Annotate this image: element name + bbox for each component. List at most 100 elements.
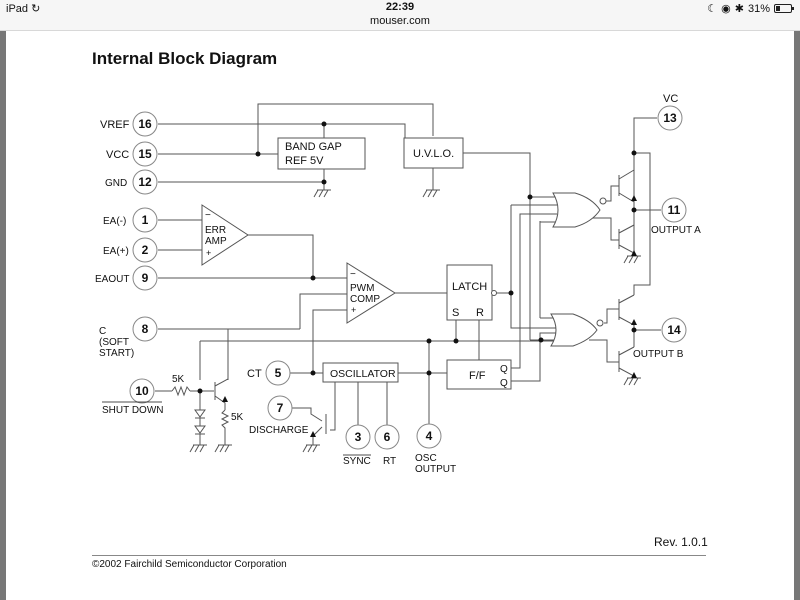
svg-text:AMP: AMP	[205, 236, 227, 247]
nor-gate-b	[550, 313, 604, 347]
svg-text:PWM: PWM	[350, 283, 374, 294]
svg-text:8: 8	[142, 322, 149, 336]
band-gap-block: BAND GAP REF 5V	[277, 137, 366, 170]
uvlo-block: U.V.L.O.	[403, 137, 464, 169]
svg-text:F/F: F/F	[469, 370, 486, 382]
latch-block: LATCH S R	[446, 264, 497, 321]
svg-text:16: 16	[138, 117, 152, 131]
svg-text:VC: VC	[663, 93, 678, 105]
svg-text:(SOFT: (SOFT	[99, 337, 129, 348]
svg-text:OUTPUT B: OUTPUT B	[633, 349, 684, 360]
nor-gate-a	[552, 192, 607, 228]
svg-text:4: 4	[426, 429, 433, 443]
svg-text:2: 2	[142, 243, 149, 257]
svg-text:Q: Q	[500, 364, 508, 375]
svg-text:RT: RT	[383, 456, 396, 467]
svg-text:C: C	[99, 326, 106, 337]
svg-text:VREF: VREF	[100, 119, 130, 131]
svg-text:OSCILLATOR: OSCILLATOR	[330, 368, 396, 380]
pin-ea-plus: EA(+) 2	[103, 237, 158, 263]
svg-text:U.V.L.O.: U.V.L.O.	[413, 148, 454, 160]
svg-text:OUTPUT: OUTPUT	[415, 464, 456, 475]
status-left: iPad ↻	[6, 2, 40, 15]
revision-label: Rev. 1.0.1	[654, 535, 708, 549]
pin-vc: VC 13	[657, 93, 683, 131]
page-title: Internal Block Diagram	[92, 49, 278, 68]
svg-text:SYNC: SYNC	[343, 456, 371, 467]
status-right: ☾ ◉ ✱ 31%	[707, 2, 794, 15]
svg-text:13: 13	[663, 111, 677, 125]
oscillator-block: OSCILLATOR	[322, 362, 399, 383]
pin-ct: CT 5	[247, 360, 291, 386]
svg-text:Q: Q	[500, 378, 508, 389]
svg-text:6: 6	[384, 430, 391, 444]
svg-text:12: 12	[138, 175, 152, 189]
bluetooth-icon: ✱	[734, 3, 744, 15]
svg-text:ERR: ERR	[205, 225, 226, 236]
svg-text:BAND GAP: BAND GAP	[285, 141, 342, 153]
svg-text:EA(+): EA(+)	[103, 246, 129, 257]
moon-icon: ☾	[707, 3, 718, 15]
pin-sync: 3 SYNC	[343, 424, 371, 467]
svg-text:EA(-): EA(-)	[103, 216, 126, 227]
emitter-resistor-label: 5K	[231, 412, 244, 423]
battery-percent: 31%	[747, 2, 770, 15]
pin-ea-minus: EA(-) 1	[103, 207, 158, 233]
svg-text:EAOUT: EAOUT	[95, 274, 129, 285]
svg-text:OSC: OSC	[415, 453, 437, 464]
svg-text:COMP: COMP	[350, 294, 380, 305]
lock-rotation-icon: ◉	[721, 3, 731, 15]
junction-dots	[197, 121, 637, 394]
svg-text:REF 5V: REF 5V	[285, 155, 324, 167]
flipflop-block: F/F Q Q	[446, 359, 512, 390]
footer-divider	[92, 555, 706, 556]
svg-text:S: S	[452, 307, 459, 319]
svg-text:11: 11	[668, 203, 681, 217]
svg-text:−: −	[205, 210, 211, 221]
svg-text:−: −	[350, 269, 356, 280]
pin-discharge: 7 DISCHARGE	[249, 395, 309, 436]
base-resistor-label: 5K	[172, 374, 185, 385]
svg-text:VCC: VCC	[106, 149, 129, 161]
svg-text:5: 5	[275, 366, 282, 380]
svg-text:10: 10	[135, 384, 149, 398]
svg-text:1: 1	[142, 213, 149, 227]
device-name: iPad	[6, 3, 29, 15]
svg-text:CT: CT	[247, 368, 262, 380]
svg-text:GND: GND	[105, 178, 127, 189]
svg-text:+: +	[206, 248, 211, 258]
pin-output-b: 14 OUTPUT B	[633, 317, 687, 360]
pin-gnd: GND 12	[105, 169, 158, 195]
pin-osc-output: 4 OSC OUTPUT	[415, 423, 456, 475]
pin-shutdown: 10 SHUT DOWN	[102, 378, 163, 416]
svg-text:+: +	[351, 305, 356, 315]
svg-text:DISCHARGE: DISCHARGE	[249, 425, 309, 436]
svg-text:START): START)	[99, 348, 134, 359]
pin-soft-start: C (SOFT START) 8	[99, 316, 158, 359]
copyright-text: ©2002 Fairchild Semiconductor Corporatio…	[92, 559, 287, 570]
svg-text:3: 3	[355, 430, 362, 444]
svg-text:7: 7	[277, 401, 284, 415]
error-amplifier: − ERR AMP +	[201, 204, 249, 266]
svg-text:LATCH: LATCH	[452, 281, 487, 293]
pwm-comparator: − PWM COMP +	[346, 262, 396, 324]
svg-text:14: 14	[667, 323, 681, 337]
right-scrollbar[interactable]	[794, 31, 800, 600]
svg-text:R: R	[476, 307, 484, 319]
battery-icon	[774, 4, 794, 13]
url-bar[interactable]: mouser.com	[370, 15, 430, 27]
left-page-edge	[0, 31, 6, 600]
svg-text:9: 9	[142, 271, 149, 285]
status-bar: iPad ↻ 22:39 mouser.com ☾ ◉ ✱ 31%	[0, 0, 800, 31]
pin-eaout: EAOUT 9	[95, 265, 158, 291]
svg-text:SHUT DOWN: SHUT DOWN	[102, 405, 163, 416]
battery-fill	[776, 6, 780, 11]
pin-rt: 6 RT	[374, 424, 400, 467]
pin-vref: VREF 16	[100, 111, 158, 137]
diodes	[194, 409, 206, 435]
pin-output-a: 11 OUTPUT A	[651, 197, 701, 236]
wifi-icon: ↻	[31, 3, 41, 15]
pin-vcc: VCC 15	[106, 141, 158, 167]
emitter-arrows	[222, 195, 637, 437]
